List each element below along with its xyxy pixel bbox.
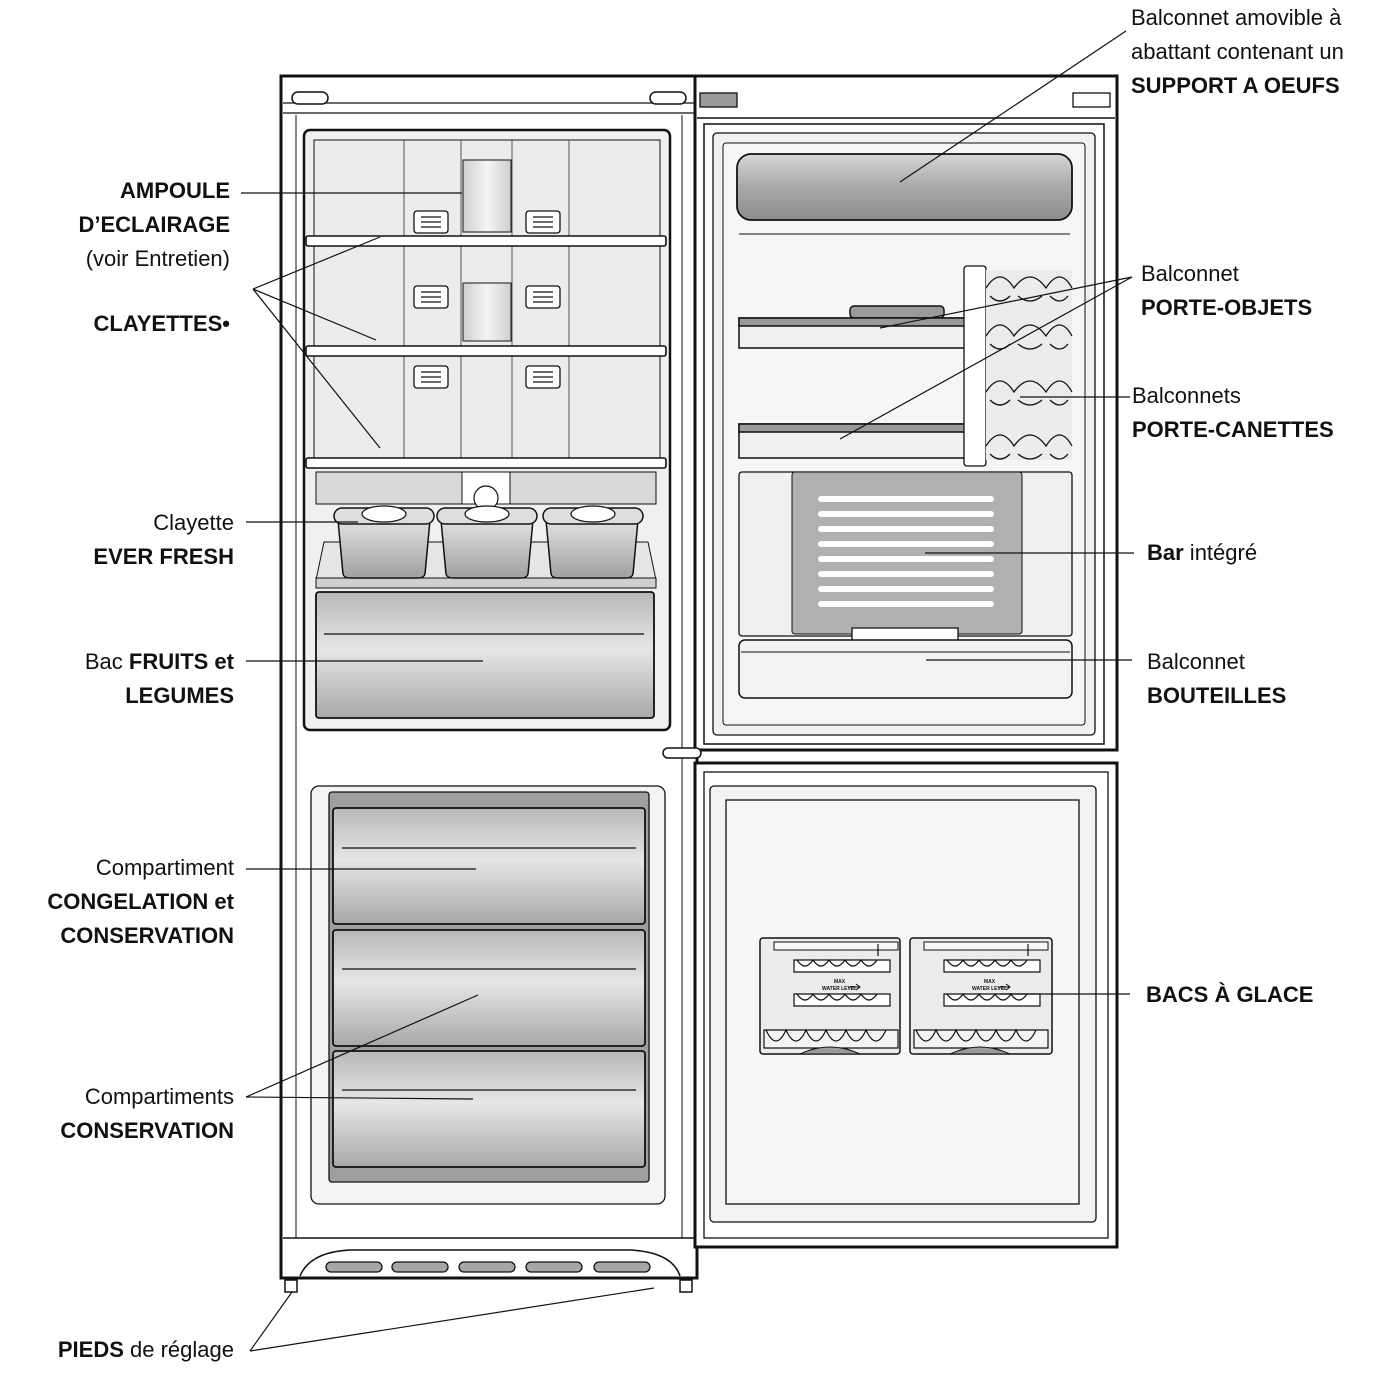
- label-porte-canettes-line1: Balconnets: [1132, 383, 1241, 408]
- label-bacs-glace: BACS À GLACE: [1146, 978, 1313, 1012]
- label-balconnet-oeufs-line2: abattant contenant un: [1131, 39, 1344, 64]
- label-ampoule-line2: D’ECLAIRAGE: [78, 212, 230, 237]
- label-bouteilles-line2: BOUTEILLES: [1147, 683, 1287, 708]
- ever-fresh-boxes: [337, 519, 639, 579]
- label-congelation-line3: CONSERVATION: [60, 923, 234, 948]
- fridge-compartment: [302, 128, 672, 732]
- porte-objets-balconnets: [738, 305, 969, 459]
- label-ever-fresh-line2: EVER FRESH: [93, 544, 234, 569]
- lower-door: [693, 761, 1119, 1249]
- label-bar: Bar intégré: [1147, 536, 1257, 570]
- label-conservation-line2: CONSERVATION: [60, 1118, 234, 1143]
- label-conservation-line1: Compartiments: [84, 1084, 234, 1109]
- egg-balconnet: [736, 153, 1073, 221]
- label-balconnet-oeufs-line1: Balconnet amovible à: [1131, 5, 1342, 30]
- bar-slats: [818, 496, 994, 607]
- label-fruits-legumes: Bac FRUITS et LEGUMES: [85, 645, 234, 713]
- freezer-drawers: [332, 807, 646, 1168]
- label-pieds: PIEDS de réglage: [58, 1333, 234, 1367]
- label-clayettes-text: CLAYETTES•: [93, 311, 230, 336]
- label-bouteilles-line1: Balconnet: [1147, 649, 1245, 674]
- label-balconnet-oeufs-line3: SUPPORT A OEUFS: [1131, 73, 1340, 98]
- label-fruits-line2: LEGUMES: [125, 683, 234, 708]
- label-ever-fresh: Clayette EVER FRESH: [93, 506, 234, 574]
- label-porte-objets-line2: PORTE-OBJETS: [1141, 295, 1313, 320]
- label-porte-canettes-line2: PORTE-CANETTES: [1132, 417, 1334, 442]
- upper-door: [662, 74, 1119, 759]
- label-bar-normal: intégré: [1183, 540, 1258, 565]
- label-fruits-bold: FRUITS et: [128, 649, 234, 674]
- bottle-balconnet: [738, 639, 1073, 699]
- ice-tray-water-level-text-2: WATER LEVEL: [972, 986, 1007, 992]
- label-congelation-line1: Compartiment: [95, 855, 234, 880]
- label-bacs-glace-text: BACS À GLACE: [1146, 982, 1314, 1007]
- label-porte-objets: Balconnet PORTE-OBJETS: [1141, 257, 1312, 325]
- label-congelation-line2: CONGELATION et: [47, 889, 234, 914]
- label-porte-canettes: Balconnets PORTE-CANETTES: [1132, 379, 1334, 447]
- label-fruits-prefix: Bac: [84, 649, 129, 674]
- freezer-compartment: [310, 785, 666, 1205]
- label-clayettes: CLAYETTES•: [94, 307, 230, 341]
- label-pieds-bold: PIEDS: [57, 1337, 124, 1362]
- label-ampoule-line3: (voir Entretien): [85, 246, 230, 271]
- can-holder: [963, 265, 1073, 467]
- label-pieds-normal: de réglage: [123, 1337, 234, 1362]
- label-ampoule-line1: AMPOULE: [120, 178, 230, 203]
- ice-trays: MAX WATER LEVEL MAX WATER LEVEL: [759, 937, 1053, 1055]
- label-bouteilles: Balconnet BOUTEILLES: [1147, 645, 1286, 713]
- label-conservation: Compartiments CONSERVATION: [60, 1080, 234, 1148]
- label-bar-bold: Bar: [1147, 540, 1184, 565]
- ice-tray-max-text: MAX: [834, 979, 846, 985]
- ice-tray-max-text-2: MAX: [984, 979, 996, 985]
- label-porte-objets-line1: Balconnet: [1141, 261, 1239, 286]
- leader-lines: [241, 30, 1134, 1352]
- glass-shelves: [305, 235, 667, 469]
- label-congelation: Compartiment CONGELATION et CONSERVATION: [47, 851, 234, 953]
- label-balconnet-oeufs: Balconnet amovible à abattant contenant …: [1131, 1, 1344, 103]
- label-ampoule: AMPOULE D’ECLAIRAGE (voir Entretien): [78, 174, 230, 276]
- fruits-legumes-bin: [315, 591, 655, 719]
- ice-tray-water-level-text: WATER LEVEL: [822, 986, 857, 992]
- label-ever-fresh-line1: Clayette: [153, 510, 234, 535]
